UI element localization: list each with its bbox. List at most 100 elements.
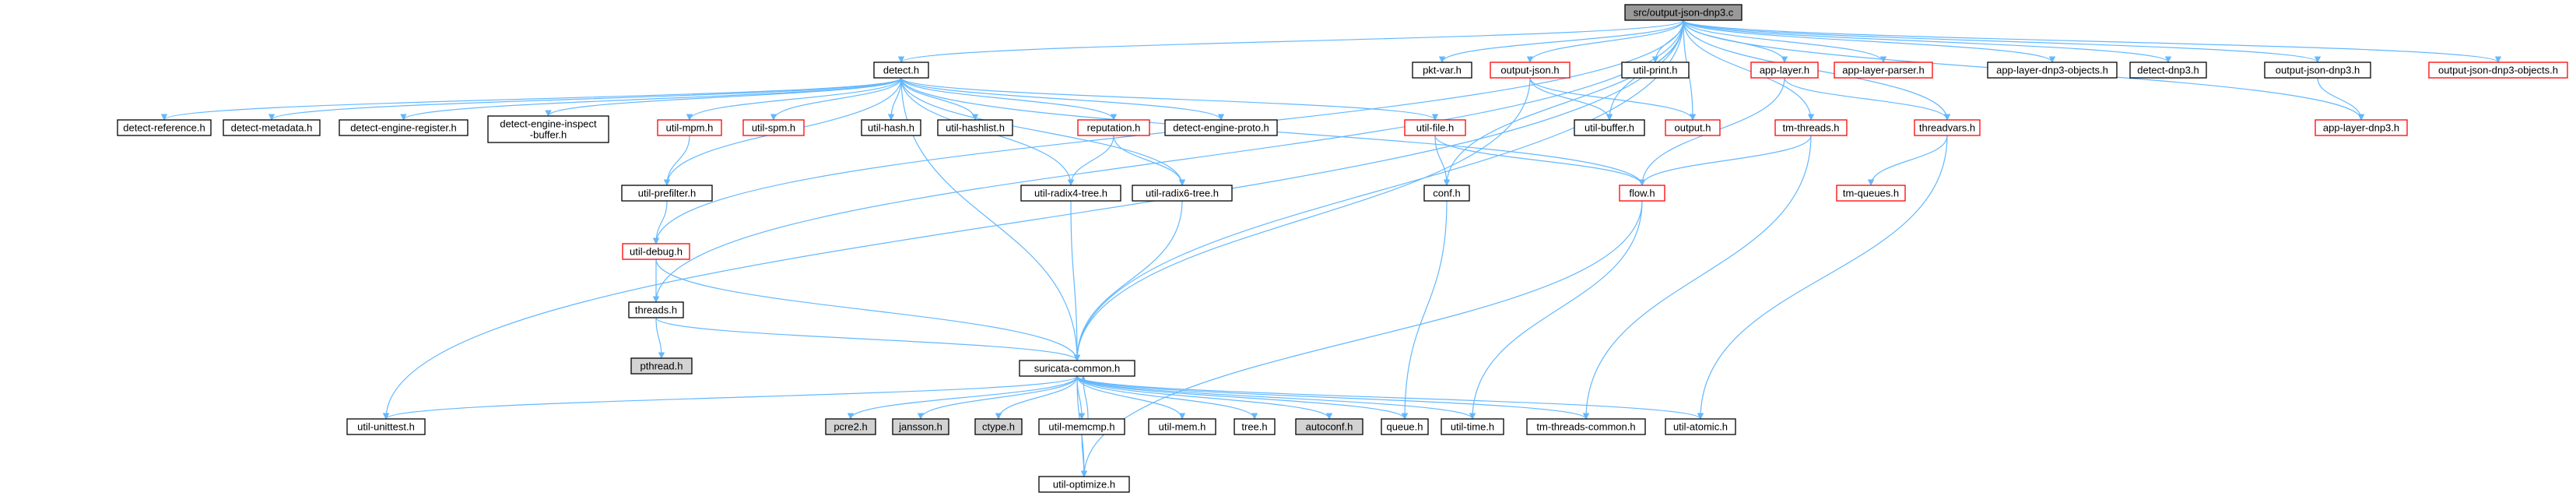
node-label-output: output.h (1675, 122, 1711, 134)
edge-suricata-to-utiltime (1076, 375, 1476, 420)
node-utilatomic[interactable]: util-atomic.h (1665, 418, 1736, 435)
node-pktvar[interactable]: pkt-var.h (1412, 62, 1472, 79)
node-detectengproto[interactable]: detect-engine-proto.h (1164, 119, 1278, 136)
node-detectengreg[interactable]: detect-engine-register.h (339, 119, 469, 136)
node-box-pthread (630, 357, 693, 375)
node-utilprefilter[interactable]: util-prefilter.h (621, 185, 713, 202)
node-detectref[interactable]: detect-reference.h (117, 119, 212, 136)
node-label-utilfile: util-file.h (1416, 122, 1454, 134)
edge-detect-to-utilhashlist (900, 77, 979, 121)
node-jansson[interactable]: jansson.h (892, 418, 949, 435)
edge-detect-to-utimpm (686, 77, 902, 121)
node-ctype[interactable]: ctype.h (974, 418, 1023, 435)
node-utilspm[interactable]: util-spm.h (742, 119, 805, 136)
edges-layer (161, 19, 2501, 477)
node-utilfile[interactable]: util-file.h (1404, 119, 1466, 136)
node-label-ctype: ctype.h (982, 421, 1015, 433)
node-box-utilatomic (1665, 418, 1736, 435)
edge-detect-to-utilfile (900, 77, 1439, 121)
node-tmqueues[interactable]: tm-queues.h (1836, 185, 1906, 202)
edge-flow-to-utiltime (1469, 200, 1643, 420)
node-pcre2[interactable]: pcre2.h (825, 418, 876, 435)
node-box-detectengreg (339, 119, 469, 136)
edge-root-to-tmthreads (1683, 19, 1815, 121)
node-box-utilbuffer (1574, 119, 1645, 136)
node-detect[interactable]: detect.h (873, 62, 929, 79)
node-applayer[interactable]: app-layer.h (1750, 62, 1819, 79)
node-outputjson[interactable]: output-json.h (1490, 62, 1571, 79)
node-utilbuffer[interactable]: util-buffer.h (1574, 119, 1645, 136)
node-detectdnp3[interactable]: detect-dnp3.h (2129, 62, 2207, 79)
node-label-detectmeta: detect-metadata.h (231, 122, 313, 134)
node-utilhash[interactable]: util-hash.h (861, 119, 921, 136)
edge-utilprefilter-to-utildebug (652, 200, 668, 244)
edge-suricata-to-queue (1076, 375, 1409, 420)
node-utiloptimize[interactable]: util-optimize.h (1038, 476, 1130, 493)
node-detectmeta[interactable]: detect-metadata.h (223, 119, 321, 136)
node-applayerdnp3[interactable]: app-layer-dnp3.h (2315, 119, 2408, 136)
node-label-applayerdnp3obj: app-layer-dnp3-objects.h (1996, 65, 2108, 76)
node-box-threads (628, 301, 684, 318)
node-outputjsondnp3h[interactable]: output-json-dnp3.h (2264, 62, 2371, 79)
node-utilmemcmp[interactable]: util-memcmp.h (1038, 418, 1125, 435)
node-label-pktvar: pkt-var.h (1423, 65, 1462, 76)
edge-reputation-to-radix4 (1067, 135, 1114, 186)
node-label-utiltime: util-time.h (1451, 421, 1494, 433)
edge-suricata-to-utilatomic (1076, 375, 1704, 420)
node-tree[interactable]: tree.h (1234, 418, 1276, 435)
edge-suricata-to-pcre2 (847, 375, 1078, 420)
node-utilprint[interactable]: util-print.h (1621, 62, 1690, 79)
node-box-utimpm (657, 119, 722, 136)
node-label-utilmemcmp: util-memcmp.h (1048, 421, 1114, 433)
node-box-outputjsondnp3obj (2428, 62, 2568, 79)
node-applayerparser[interactable]: app-layer-parser.h (1834, 62, 1933, 79)
node-utilmem[interactable]: util-mem.h (1148, 418, 1216, 435)
node-radix6[interactable]: util-radix6-tree.h (1132, 185, 1233, 202)
node-autoconf[interactable]: autoconf.h (1295, 418, 1363, 435)
node-suricata[interactable]: suricata-common.h (1019, 360, 1135, 377)
node-outputjsondnp3obj[interactable]: output-json-dnp3-objects.h (2428, 62, 2568, 79)
node-root[interactable]: src/output-json-dnp3.c (1624, 4, 1742, 21)
node-flow[interactable]: flow.h (1619, 185, 1665, 202)
edge-root-to-detectdnp3 (1683, 19, 2172, 63)
node-applayerdnp3obj[interactable]: app-layer-dnp3-objects.h (1987, 62, 2118, 79)
node-box-tree (1234, 418, 1276, 435)
node-utimpm[interactable]: util-mpm.h (657, 119, 722, 136)
node-label-jansson: jansson.h (898, 421, 942, 433)
node-label-flow: flow.h (1629, 188, 1655, 199)
node-label-applayerparser: app-layer-parser.h (1842, 65, 1925, 76)
node-radix4[interactable]: util-radix4-tree.h (1020, 185, 1121, 202)
node-conf[interactable]: conf.h (1423, 185, 1470, 202)
node-utildebug[interactable]: util-debug.h (622, 243, 690, 260)
node-label-applayer: app-layer.h (1760, 65, 1809, 76)
node-box-outputjsondnp3h (2264, 62, 2371, 79)
node-utiltime[interactable]: util-time.h (1441, 418, 1504, 435)
edge-root-to-outputjson (1526, 19, 1684, 63)
node-box-reputation (1077, 119, 1150, 136)
node-output[interactable]: output.h (1665, 119, 1721, 136)
node-box-autoconf (1295, 418, 1363, 435)
node-threads[interactable]: threads.h (628, 301, 684, 318)
node-queue[interactable]: queue.h (1381, 418, 1429, 435)
node-box-conf (1423, 185, 1470, 202)
node-tmthreadscommon[interactable]: tm-threads-common.h (1526, 418, 1646, 435)
node-box-detectmeta (223, 119, 321, 136)
node-box-utilprint (1621, 62, 1690, 79)
node-box-suricata (1019, 360, 1135, 377)
node-label-detectref: detect-reference.h (123, 122, 205, 134)
node-detectenginsp[interactable]: detect-engine-inspect-buffer.h (487, 115, 609, 143)
node-box-radix6 (1132, 185, 1233, 202)
node-box-flow (1619, 185, 1665, 202)
node-reputation[interactable]: reputation.h (1077, 119, 1150, 136)
node-threadvars[interactable]: threadvars.h (1914, 119, 1981, 136)
node-utilhashlist[interactable]: util-hashlist.h (937, 119, 1013, 136)
edge-radix4-to-suricata (1070, 200, 1081, 361)
edge-detect-to-detectengproto (900, 77, 1225, 121)
node-tmthreads[interactable]: tm-threads.h (1774, 119, 1848, 136)
edge-detect-to-detectref (161, 77, 902, 121)
node-label-detect: detect.h (883, 65, 919, 76)
node-pthread[interactable]: pthread.h (630, 357, 693, 375)
node-label-detectenginsp-1: -buffer.h (530, 129, 567, 141)
node-box-pktvar (1412, 62, 1472, 79)
node-utilunittest[interactable]: util-unittest.h (346, 418, 426, 435)
